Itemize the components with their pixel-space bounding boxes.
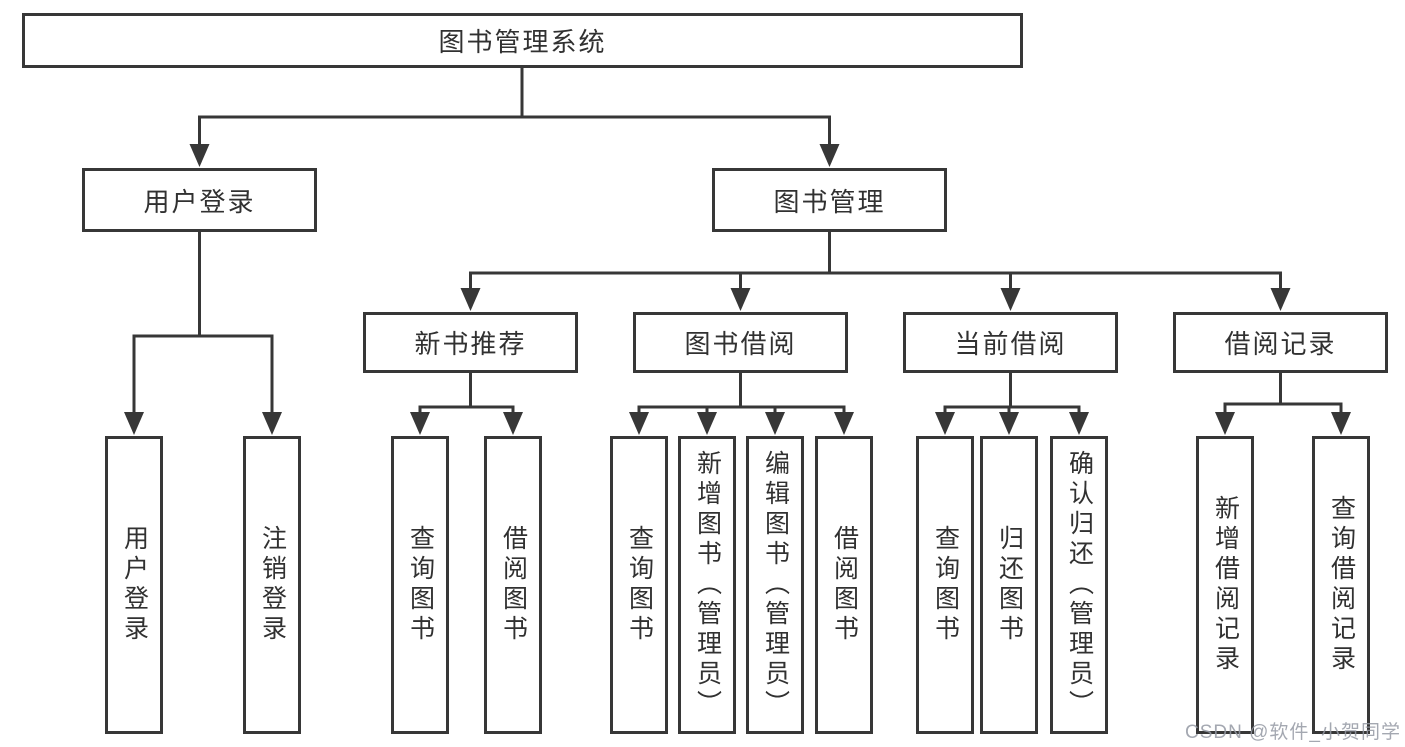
node-book-borrowing: 图书借阅 [633, 312, 848, 373]
leaf-borrowing-borrow-books: 借阅图书 [815, 436, 873, 734]
leaf-current-query-books: 查询图书 [916, 436, 974, 734]
connector-user-login-children [124, 230, 282, 435]
node-label: 当前借阅 [954, 329, 1067, 359]
node-label: 新增借阅记录 [1211, 495, 1240, 675]
arrow-down-icon [1215, 412, 1235, 435]
arrow-down-icon [935, 412, 955, 435]
connector-book-borrowing-children [629, 371, 854, 435]
arrow-down-icon [503, 412, 523, 435]
leaf-records-query-borrow-record: 查询借阅记录 [1312, 436, 1370, 734]
node-label: 查询图书 [625, 525, 654, 645]
connector-root-to-level2 [189, 67, 840, 167]
arrow-down-icon [460, 288, 481, 311]
arrow-down-icon [819, 144, 840, 167]
arrow-down-icon [410, 412, 430, 435]
leaf-current-confirm-return-admin: 确认归还（管理员） [1050, 436, 1108, 734]
leaf-records-add-borrow-record: 新增借阅记录 [1196, 436, 1254, 734]
connector-book-management-children [460, 230, 1291, 311]
node-label: 查询借阅记录 [1327, 495, 1356, 675]
arrow-down-icon [1000, 288, 1021, 311]
arrow-down-icon [1270, 288, 1291, 311]
arrow-down-icon [189, 144, 210, 167]
arrow-down-icon [262, 412, 282, 435]
node-label: 查询图书 [931, 525, 960, 645]
arrow-down-icon [124, 412, 144, 435]
node-library-management-system: 图书管理系统 [22, 13, 1023, 68]
node-label: 用户登录 [143, 186, 256, 217]
arrow-down-icon [697, 412, 717, 435]
leaf-current-return-books: 归还图书 [980, 436, 1038, 734]
node-label: 借阅记录 [1224, 329, 1337, 359]
node-label: 归还图书 [995, 525, 1024, 645]
arrow-down-icon [1069, 412, 1089, 435]
node-borrow-records: 借阅记录 [1173, 312, 1388, 373]
arrow-down-icon [1331, 412, 1351, 435]
node-label: 借阅图书 [499, 525, 528, 645]
leaf-borrowing-edit-books-admin: 编辑图书（管理员） [746, 436, 804, 734]
node-label: 图书借阅 [684, 329, 797, 359]
node-label: 确认归还（管理员） [1065, 450, 1094, 720]
leaf-new-books-borrow-books: 借阅图书 [484, 436, 542, 734]
node-new-book-recommend: 新书推荐 [363, 312, 578, 373]
node-label: 新增图书（管理员） [693, 450, 722, 720]
connector-current-borrowing-children [935, 371, 1089, 435]
arrow-down-icon [834, 412, 854, 435]
leaf-new-books-query-books: 查询图书 [391, 436, 449, 734]
node-label: 图书管理 [773, 186, 886, 217]
node-current-borrowing: 当前借阅 [903, 312, 1118, 373]
connector-borrow-records-children [1215, 371, 1351, 435]
arrow-down-icon [730, 288, 751, 311]
leaf-borrowing-query-books: 查询图书 [610, 436, 668, 734]
arrow-down-icon [765, 412, 785, 435]
csdn-watermark: CSDN @软件_小贺同学 [1185, 722, 1401, 743]
node-label: 图书管理系统 [438, 27, 607, 57]
node-user-login: 用户登录 [82, 168, 317, 232]
arrow-down-icon [999, 412, 1019, 435]
connector-new-book-recommend-children [410, 371, 523, 435]
arrow-down-icon [629, 412, 649, 435]
leaf-logout-login: 注销登录 [243, 436, 301, 734]
node-label: 注销登录 [258, 525, 287, 645]
leaf-borrowing-add-books-admin: 新增图书（管理员） [678, 436, 736, 734]
leaf-user-login: 用户登录 [105, 436, 163, 734]
node-book-management: 图书管理 [712, 168, 947, 232]
node-label: 用户登录 [120, 525, 149, 645]
node-label: 借阅图书 [830, 525, 859, 645]
node-label: 编辑图书（管理员） [761, 450, 790, 720]
node-label: 新书推荐 [414, 329, 527, 359]
node-label: 查询图书 [406, 525, 435, 645]
